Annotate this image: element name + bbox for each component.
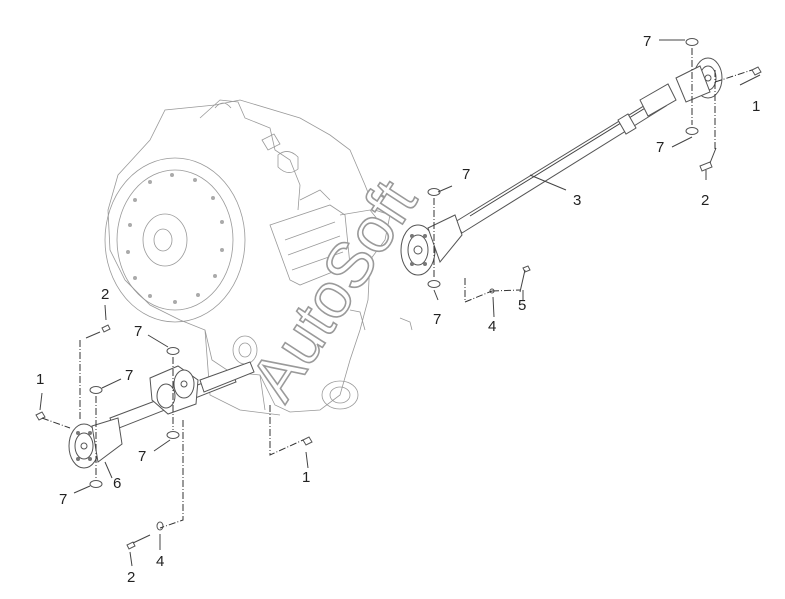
callout-label: 3 [573, 192, 581, 209]
callout-label: 4 [488, 318, 496, 335]
leader-lines [39, 39, 761, 567]
transmission-housing [104, 99, 413, 416]
front-left-yoke [68, 417, 123, 469]
callout-label: 1 [302, 469, 310, 486]
flywheel-bolt-circle [126, 173, 224, 304]
callout-label: 6 [113, 475, 121, 492]
callout-label: 7 [125, 367, 133, 384]
callout-label: 2 [127, 569, 135, 586]
callout-label: 7 [138, 448, 146, 465]
callout-label: 7 [462, 166, 470, 183]
rear-driveshaft [400, 57, 723, 276]
front-right-yoke [149, 365, 199, 415]
callout-label: 7 [134, 323, 142, 340]
callout-label: 1 [36, 371, 44, 388]
callout-label: 7 [433, 311, 441, 328]
callout-label: 2 [101, 286, 109, 303]
callout-label: 5 [518, 297, 526, 314]
front-driveshaft [68, 361, 255, 469]
watermark: AutoSoft [236, 167, 430, 412]
callout-label: 7 [656, 139, 664, 156]
rear-front-yoke [400, 214, 463, 276]
callout-label: 1 [752, 98, 760, 115]
washers [89, 38, 699, 488]
callout-label: 7 [59, 491, 67, 508]
bolts-and-nuts [35, 66, 762, 550]
callout-labels: 7 1 7 2 3 7 7 5 4 2 7 1 7 7 1 6 7 4 2 [36, 33, 760, 586]
assembly-lines [41, 48, 753, 529]
callout-label: 4 [156, 553, 164, 570]
callout-label: 2 [701, 192, 709, 209]
callout-label: 7 [643, 33, 651, 50]
